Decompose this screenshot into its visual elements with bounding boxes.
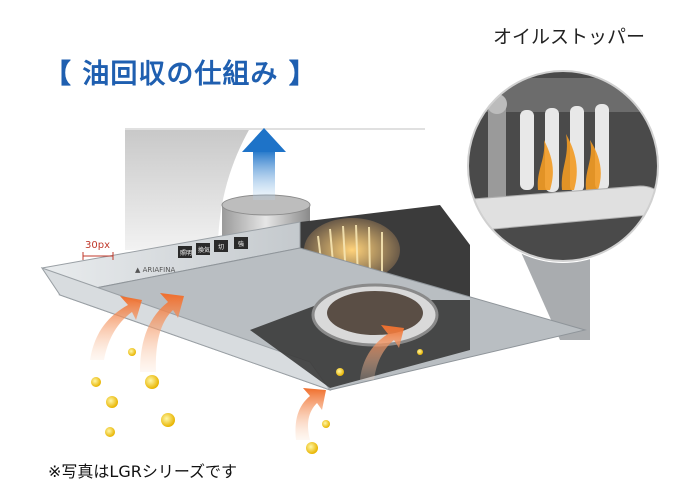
fan-button[interactable]: [196, 243, 210, 255]
oil-particles: [91, 348, 423, 454]
oil-stopper-zoom: [466, 69, 660, 263]
intake-arrow-icon: [140, 293, 184, 372]
light-button[interactable]: [178, 246, 192, 258]
off-button-label: 切: [218, 244, 224, 251]
intake-ring: [311, 283, 439, 347]
light-button-label: 照明: [180, 250, 192, 257]
intake-arrow-icon: [295, 388, 326, 440]
intake-arrow-icon: [360, 325, 404, 380]
fan-button-label: 換気: [198, 246, 210, 254]
footnote: ※写真はLGRシリーズです: [48, 462, 238, 481]
brand-mark: ▲ ARIAFINA: [135, 266, 175, 274]
hood-front-edge: [40, 267, 332, 391]
oil-particle-icon: [145, 375, 159, 389]
hood-back-panel: [125, 128, 250, 250]
off-button[interactable]: [214, 240, 228, 252]
oil-particle-icon: [322, 420, 330, 428]
page-title: 【 油回収の仕組み 】: [44, 59, 317, 90]
oil-particle-icon: [105, 427, 115, 437]
side-bracket: [520, 250, 590, 340]
strong-button-label: 強: [238, 240, 244, 248]
exhaust-arrow-icon: [242, 128, 286, 200]
oil-stopper-label: オイルストッパー: [493, 26, 646, 48]
strong-button[interactable]: [234, 237, 248, 249]
intake-arrow-icon: [90, 296, 142, 360]
intake-arrows: [90, 293, 404, 440]
wall-background: [125, 128, 425, 130]
oil-particle-icon: [128, 348, 136, 356]
oil-particle-icon: [106, 396, 118, 408]
control-panel: ▲ ARIAFINA 照明 換気 切 強: [135, 237, 248, 274]
oil-particle-icon: [306, 442, 318, 454]
oil-particle-icon: [91, 377, 101, 387]
oil-particle-icon: [161, 413, 175, 427]
scale-label: 30px: [85, 240, 110, 251]
oil-particle-icon: [417, 349, 423, 355]
oil-particle-icon: [336, 368, 344, 376]
